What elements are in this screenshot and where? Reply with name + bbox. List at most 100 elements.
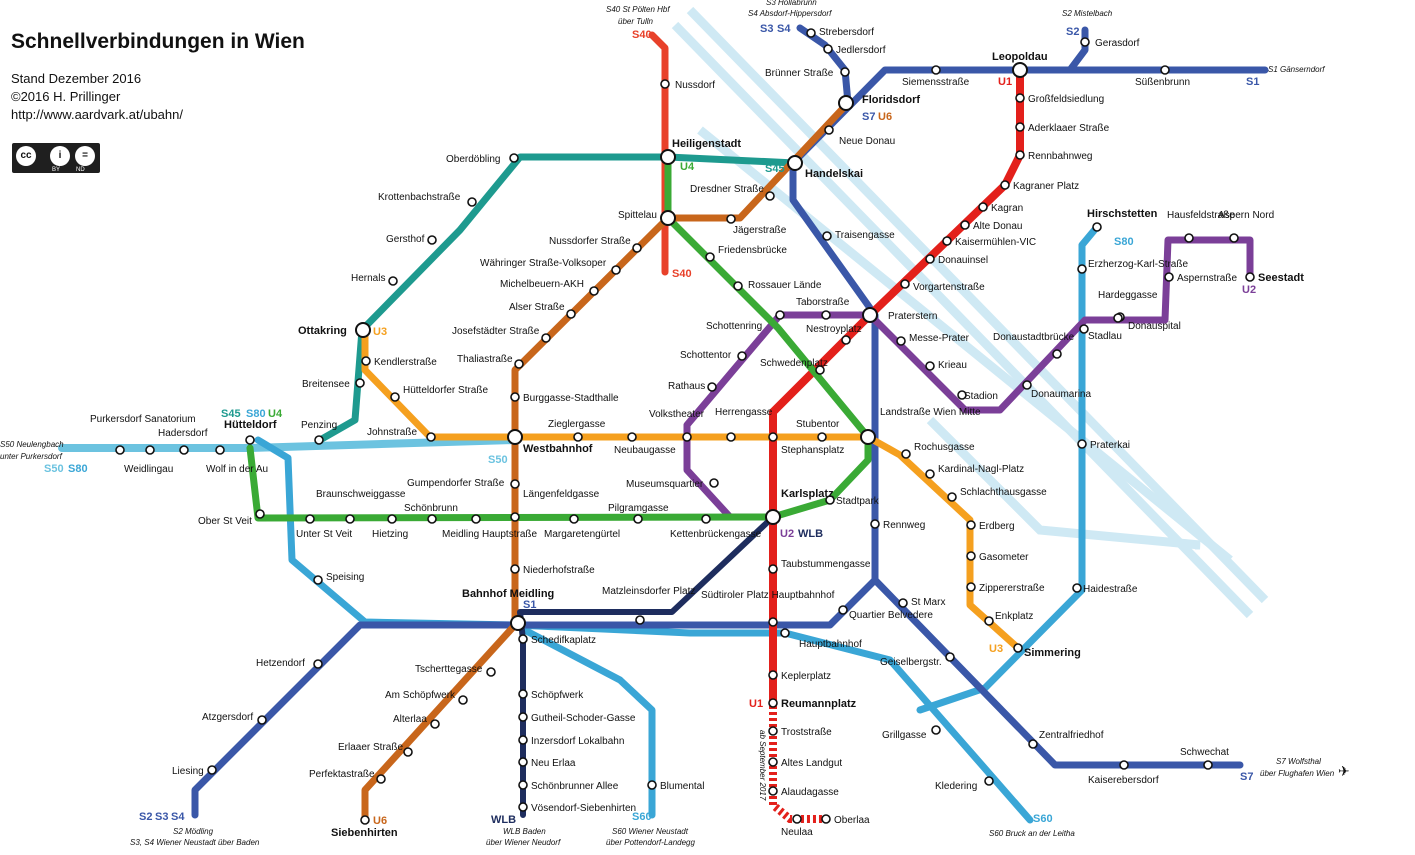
station-zippererstraße[interactable] bbox=[966, 582, 976, 592]
station-rossauer-lände[interactable] bbox=[733, 281, 743, 291]
map-url[interactable]: http://www.aardvark.at/ubahn/ bbox=[11, 107, 183, 122]
station-alaudagasse[interactable] bbox=[768, 786, 778, 796]
station-haidestraße[interactable] bbox=[1072, 583, 1082, 593]
station-messe-prater[interactable] bbox=[896, 336, 906, 346]
station-krieau[interactable] bbox=[925, 361, 935, 371]
station-zieglergasse[interactable] bbox=[573, 432, 583, 442]
station-speising[interactable] bbox=[313, 575, 323, 585]
station-karlsplatz[interactable] bbox=[765, 509, 781, 525]
station-kardinal-nagl-platz[interactable] bbox=[925, 469, 935, 479]
station-stadtpark[interactable] bbox=[825, 495, 835, 505]
station-handelskai[interactable] bbox=[787, 155, 803, 171]
station-siemensstraße[interactable] bbox=[931, 65, 941, 75]
station-stadion[interactable] bbox=[957, 390, 967, 400]
station-schönbrunner-allee[interactable] bbox=[518, 780, 528, 790]
station-breitensee[interactable] bbox=[355, 378, 365, 388]
station-aspern-nord[interactable] bbox=[1229, 233, 1239, 243]
station-blumental[interactable] bbox=[647, 780, 657, 790]
station-kagran[interactable] bbox=[978, 202, 988, 212]
station-rochusgasse[interactable] bbox=[901, 449, 911, 459]
station-stephansplatz[interactable] bbox=[768, 432, 778, 442]
station-meidling-hauptstraße[interactable] bbox=[471, 514, 481, 524]
station-thaliastraße[interactable] bbox=[514, 359, 524, 369]
station-altes-landgut[interactable] bbox=[768, 757, 778, 767]
station-erzherzog-karl-straße[interactable] bbox=[1077, 264, 1087, 274]
station-josefstädter-straße[interactable] bbox=[541, 333, 551, 343]
station-gasometer[interactable] bbox=[966, 551, 976, 561]
station-pilgramgasse[interactable] bbox=[633, 514, 643, 524]
station-kendlerstraße[interactable] bbox=[361, 356, 371, 366]
station-stubentor[interactable] bbox=[817, 432, 827, 442]
station-jedlersdorf[interactable] bbox=[823, 44, 833, 54]
station-matzleinsdorfer-platz[interactable] bbox=[635, 615, 645, 625]
station-nussdorfer-straße[interactable] bbox=[632, 243, 642, 253]
station-alterlaa[interactable] bbox=[430, 719, 440, 729]
station-michelbeuern-akh[interactable] bbox=[589, 286, 599, 296]
station-hausfeldstraße[interactable] bbox=[1184, 233, 1194, 243]
station-weidlingau[interactable] bbox=[145, 445, 155, 455]
station-schöpfwerk[interactable] bbox=[518, 689, 528, 699]
station-leopoldau[interactable] bbox=[1012, 62, 1028, 78]
station-traisengasse[interactable] bbox=[822, 231, 832, 241]
station-praterstern[interactable] bbox=[862, 307, 878, 323]
station-rennweg[interactable] bbox=[870, 519, 880, 529]
station-hardeggasse[interactable] bbox=[1113, 313, 1123, 323]
station-währinger-straße-volksoper[interactable] bbox=[611, 265, 621, 275]
station-burggasse-stadthalle[interactable] bbox=[510, 392, 520, 402]
cc-license-badge[interactable]: cc i = BY ND bbox=[12, 143, 100, 173]
station-schlachthausgasse[interactable] bbox=[947, 492, 957, 502]
station-neue-donau[interactable] bbox=[824, 125, 834, 135]
station-vorgartenstraße[interactable] bbox=[900, 279, 910, 289]
station-hietzing[interactable] bbox=[387, 514, 397, 524]
station-herrengasse[interactable] bbox=[726, 432, 736, 442]
station-hernals[interactable] bbox=[388, 276, 398, 286]
station-strebersdorf[interactable] bbox=[806, 28, 816, 38]
station-aderklaaer-straße[interactable] bbox=[1015, 122, 1025, 132]
station-niederhofstraße[interactable] bbox=[510, 564, 520, 574]
station-volkstheater[interactable] bbox=[682, 432, 692, 442]
station-ober-st-veit[interactable] bbox=[255, 509, 265, 519]
station-inzersdorf-lokalbahn[interactable] bbox=[518, 735, 528, 745]
station-schwechat[interactable] bbox=[1203, 760, 1213, 770]
station-taborstraße[interactable] bbox=[821, 310, 831, 320]
station-johnstraße[interactable] bbox=[426, 432, 436, 442]
station-purkersdorf-sanatorium[interactable] bbox=[115, 445, 125, 455]
station-hütteldorf[interactable] bbox=[245, 435, 255, 445]
station-schedifkaplatz[interactable] bbox=[518, 634, 528, 644]
station-reumannplatz[interactable] bbox=[768, 698, 778, 708]
station-schottentor[interactable] bbox=[737, 351, 747, 361]
station-rennbahnweg[interactable] bbox=[1015, 150, 1025, 160]
station-braunschweiggasse[interactable] bbox=[345, 514, 355, 524]
station-brünner-straße[interactable] bbox=[840, 67, 850, 77]
station-erlaaer-straße[interactable] bbox=[403, 747, 413, 757]
station-nestroyplatz[interactable] bbox=[841, 335, 851, 345]
station-donaustadtbrücke[interactable] bbox=[1052, 349, 1062, 359]
station-südtiroler-platz-hauptbahnhof[interactable] bbox=[768, 617, 778, 627]
station-ottakring[interactable] bbox=[355, 322, 371, 338]
station-oberlaa[interactable] bbox=[821, 814, 831, 824]
station-friedensbrücke[interactable] bbox=[705, 252, 715, 262]
station-stadlau[interactable] bbox=[1079, 324, 1089, 334]
station-kledering[interactable] bbox=[984, 776, 994, 786]
station-quartier-belvedere[interactable] bbox=[838, 605, 848, 615]
station-tscherttegasse[interactable] bbox=[486, 667, 496, 677]
station-am-schöpfwerk[interactable] bbox=[458, 695, 468, 705]
station-schönbrunn[interactable] bbox=[427, 514, 437, 524]
station-neulaa[interactable] bbox=[792, 814, 802, 824]
station-floridsdorf[interactable] bbox=[838, 95, 854, 111]
station-wolf-in-der-au[interactable] bbox=[215, 445, 225, 455]
station-rathaus[interactable] bbox=[707, 382, 717, 392]
station-unter-st-veit[interactable] bbox=[305, 514, 315, 524]
station-keplerplatz[interactable] bbox=[768, 670, 778, 680]
station-alser-straße[interactable] bbox=[566, 309, 576, 319]
station-jägerstraße[interactable] bbox=[726, 214, 736, 224]
station-taubstummengasse[interactable] bbox=[768, 564, 778, 574]
station-troststraße[interactable] bbox=[768, 726, 778, 736]
station-neubaugasse[interactable] bbox=[627, 432, 637, 442]
station-atzgersdorf[interactable] bbox=[257, 715, 267, 725]
station-gumpendorfer-straße[interactable] bbox=[510, 479, 520, 489]
station-enkplatz[interactable] bbox=[984, 616, 994, 626]
station-hadersdorf[interactable] bbox=[179, 445, 189, 455]
station-hirschstetten[interactable] bbox=[1092, 222, 1102, 232]
station-donauinsel[interactable] bbox=[925, 254, 935, 264]
